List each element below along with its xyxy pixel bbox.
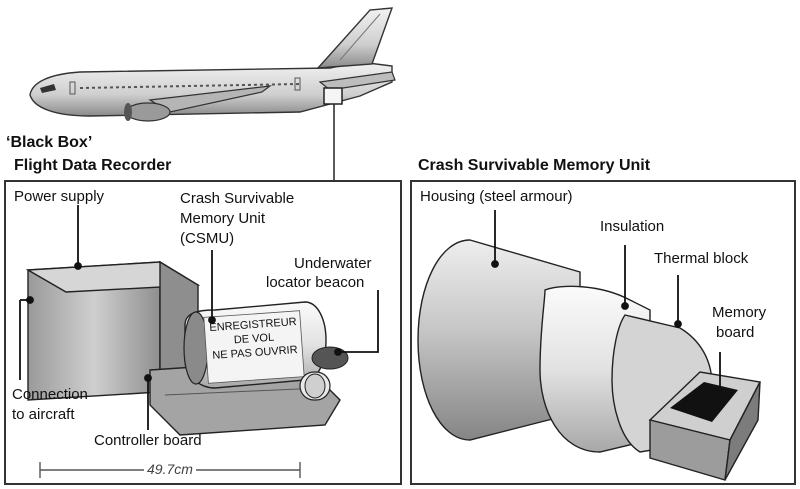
thermal-block-label: Thermal block [654, 250, 749, 267]
power-supply-label: Power supply [14, 188, 105, 205]
connection-label-line1: Connection [12, 386, 88, 403]
csmu-cutaway-illustration [417, 239, 762, 481]
csmu-label-line2: Memory Unit [180, 210, 266, 227]
flight-data-recorder-illustration [25, 260, 349, 436]
title-line1: ‘Black Box’ [6, 134, 93, 151]
csmu-label-line3: (CSMU) [180, 230, 235, 247]
memory-board-label-line1: Memory [712, 304, 767, 321]
device-plate-text: ENREGISTREUR DE VOL NE PAS OUVRIR [205, 315, 304, 364]
csmu-label-line1: Crash Survivable [180, 190, 295, 207]
beacon-label-line1: Underwater [294, 255, 372, 272]
housing-label: Housing (steel armour) [420, 188, 573, 205]
dimension-label: 49.7cm [144, 460, 196, 478]
left-panel-frame [4, 180, 402, 485]
right-panel-frame [410, 180, 796, 485]
beacon-label-line2: locator beacon [266, 274, 365, 291]
left-leader-lines [19, 205, 379, 430]
controller-board-label: Controller board [94, 432, 202, 449]
right-leader-lines [491, 210, 724, 398]
airplane-body [29, 7, 396, 180]
memory-board-label-line2: board [716, 324, 755, 341]
connection-label-line2: to aircraft [12, 406, 75, 423]
title-line2: Flight Data Recorder [14, 157, 172, 174]
insulation-label: Insulation [600, 218, 665, 235]
right-title: Crash Survivable Memory Unit [418, 157, 651, 174]
